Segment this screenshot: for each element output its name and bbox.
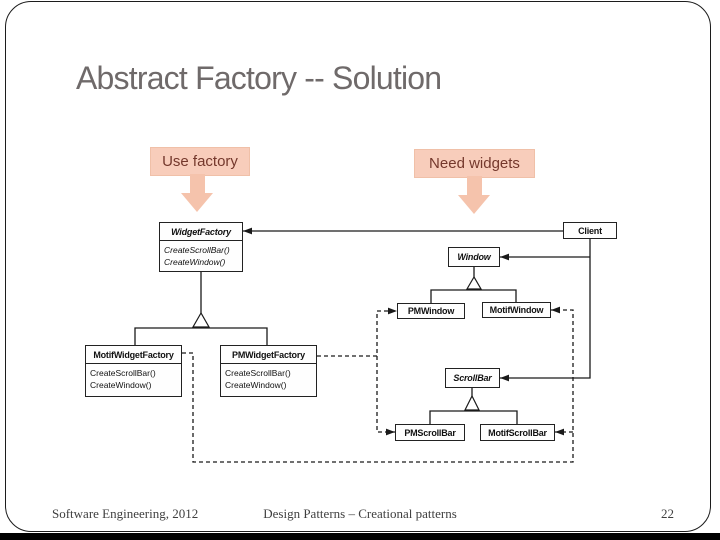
association-line <box>500 239 591 379</box>
class-box-motif-window: MotifWindow <box>482 302 551 318</box>
down-arrow-icon <box>458 195 490 214</box>
class-title: MotifWidgetFactory <box>93 349 174 360</box>
dependency-line <box>317 310 397 357</box>
down-arrow-icon <box>467 176 482 196</box>
association-line <box>429 410 518 424</box>
class-methods: CreateScrollBar() CreateWindow() <box>221 363 316 391</box>
inheritance-triangle-icon <box>464 394 480 411</box>
class-method: CreateScrollBar() <box>90 368 156 378</box>
footer-course: Software Engineering, 2012 <box>52 506 199 521</box>
class-title: WidgetFactory <box>171 226 231 237</box>
class-title: PMWindow <box>407 306 455 316</box>
inheritance-triangle-icon <box>465 275 483 290</box>
arrowhead-icon <box>500 253 509 261</box>
arrowhead-icon <box>243 227 252 235</box>
class-title: PMWidgetFactory <box>232 349 305 360</box>
class-title: Window <box>457 252 491 262</box>
class-box-pm-scrollbar: PMScrollBar <box>395 424 465 441</box>
class-box-client: Client <box>563 222 617 239</box>
callout-use-factory: Use factory <box>150 147 250 176</box>
bottom-edge-bar <box>0 533 720 540</box>
class-methods: CreateScrollBar() CreateWindow() <box>86 363 181 391</box>
class-box-scrollbar: ScrollBar <box>445 368 500 388</box>
class-method: CreateScrollBar() <box>225 368 291 378</box>
class-box-pm-window: PMWindow <box>397 303 465 319</box>
arrowhead-icon <box>386 428 395 436</box>
arrowhead-icon <box>551 306 560 314</box>
inheritance-triangle-icon <box>191 311 211 328</box>
arrowhead-icon <box>555 428 564 436</box>
footer-topic: Design Patterns – Creational patterns <box>263 506 457 521</box>
dependency-line <box>182 309 574 463</box>
association-line <box>430 289 517 303</box>
class-title: MotifWindow <box>489 305 544 315</box>
class-title: ScrollBar <box>453 373 492 383</box>
class-title: PMScrollBar <box>404 427 456 438</box>
dependency-line <box>376 356 395 433</box>
arrowhead-icon <box>388 307 397 315</box>
slide-border <box>5 1 711 532</box>
class-method: CreateScrollBar() <box>164 245 230 255</box>
page-number: 22 <box>661 506 674 521</box>
slide-title: Abstract Factory -- Solution <box>76 60 442 96</box>
class-box-window: Window <box>448 247 500 267</box>
arrowhead-icon <box>500 374 509 382</box>
class-title: Client <box>578 225 602 236</box>
class-method: CreateWindow() <box>90 380 152 390</box>
down-arrow-icon <box>190 174 205 194</box>
class-methods: CreateScrollBar() CreateWindow() <box>160 240 242 268</box>
class-method: CreateWindow() <box>164 257 226 267</box>
association-line <box>134 327 268 345</box>
class-method: CreateWindow() <box>225 380 287 390</box>
down-arrow-icon <box>181 193 213 212</box>
class-box-motif-scrollbar: MotifScrollBar <box>480 424 555 441</box>
class-title: MotifScrollBar <box>488 427 547 438</box>
